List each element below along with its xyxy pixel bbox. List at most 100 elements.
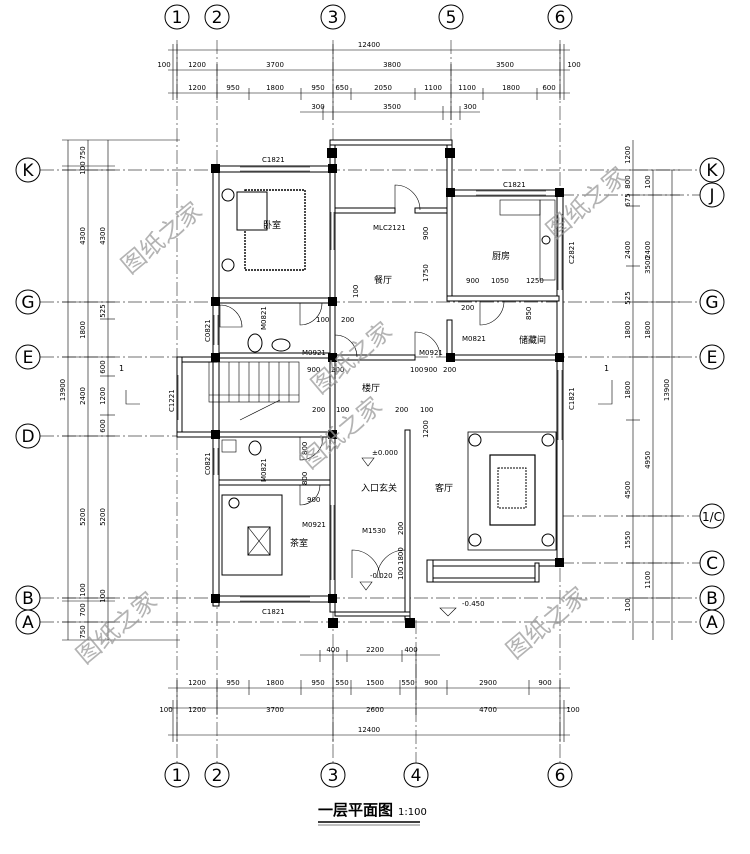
dim-text: 300: [463, 103, 476, 111]
dim-text: 1800: [79, 321, 87, 339]
dims-right: 1200 800 675 2400 525 1800 1800 4500 155…: [624, 140, 680, 640]
axis-label: A: [22, 613, 34, 633]
dim-text: 200: [331, 366, 344, 374]
axis-label: A: [706, 613, 718, 633]
axis-bubbles-right: K J G E 1/C C B A: [699, 157, 725, 635]
dim-text: 4700: [479, 706, 497, 714]
dim-text: 100: [79, 161, 87, 174]
drawing-title: 一层平面图 1:100: [318, 801, 427, 826]
dim-text: 5200: [79, 508, 87, 526]
dim-text: 3700: [266, 61, 284, 69]
dim-text: 3700: [266, 706, 284, 714]
axis-label: K: [22, 161, 34, 181]
room-tea: 茶室: [290, 537, 308, 549]
dim-text: 300: [311, 103, 324, 111]
dim-text: 2400: [644, 241, 652, 259]
dim-text: 900: [538, 679, 551, 687]
watermark: 图纸之家: [116, 196, 208, 279]
columns: [211, 148, 564, 628]
dim-text: 2050: [374, 84, 392, 92]
dim-text: 4300: [99, 227, 107, 245]
dim-text: 525: [99, 304, 107, 317]
dim-text: 800: [624, 175, 632, 188]
dim-text: 1200: [99, 387, 107, 405]
window-tag: C1821: [568, 387, 576, 410]
dim-text: 100: [159, 706, 172, 714]
dim-text: 900: [307, 366, 320, 374]
axis-label: D: [21, 427, 34, 447]
dim-text: 13900: [663, 379, 671, 401]
dim-text: 200: [443, 366, 456, 374]
axis-bubbles-top: 1 2 3 5 6: [164, 4, 573, 30]
dim-text: 200: [397, 522, 405, 535]
dim-text: 1800: [624, 381, 632, 399]
dim-text: 100: [567, 61, 580, 69]
axis-label: 6: [555, 766, 566, 786]
dim-text: 900: [424, 679, 437, 687]
dim-text: 4950: [644, 451, 652, 469]
dim-text: 900: [307, 496, 320, 504]
dim-text: 200: [461, 304, 474, 312]
axis-label: E: [23, 348, 34, 368]
dim-text: 12400: [358, 726, 380, 734]
level-mark: -0.450: [462, 600, 485, 608]
dim-text: 650: [335, 84, 348, 92]
axis-label: C: [706, 554, 718, 574]
dim-text: 1100: [458, 84, 476, 92]
dim-text: 1500: [366, 679, 384, 687]
axis-label: 1/C: [702, 510, 722, 524]
room-names: 卧室 餐厅 厨房 储藏间 楼厅 入口玄关 客厅 茶室: [263, 219, 546, 549]
dim-text: 2400: [79, 387, 87, 405]
dim-text: 100: [99, 589, 107, 602]
dim-text: 100: [336, 406, 349, 414]
dim-text: 200: [341, 316, 354, 324]
dim-text: 2900: [479, 679, 497, 687]
room-bedroom: 卧室: [263, 219, 281, 231]
dim-text: 100: [624, 598, 632, 611]
dim-text: 200: [395, 406, 408, 414]
dim-text: 900: [422, 227, 430, 240]
dim-text: 1050: [491, 277, 509, 285]
dim-text: 950: [311, 84, 324, 92]
window-tag: C0821: [204, 452, 212, 475]
dim-text: 1100: [424, 84, 442, 92]
window-tag: C2821: [568, 241, 576, 264]
axis-label: 6: [555, 8, 566, 28]
window-tag: C1821: [262, 608, 285, 616]
plan-title: 一层平面图: [318, 801, 393, 819]
window-tag: C0821: [204, 319, 212, 342]
dim-text: 3500: [496, 61, 514, 69]
axis-bubbles-left: K G E D B A: [15, 157, 41, 635]
window-tag: C1221: [168, 389, 176, 412]
dim-text: 1200: [422, 420, 430, 438]
dim-text: 950: [226, 84, 239, 92]
dim-text: 100: [566, 706, 579, 714]
dim-text: 1200: [624, 146, 632, 164]
axis-label: 2: [212, 8, 223, 28]
room-kitchen: 厨房: [492, 250, 510, 262]
dim-text: 900: [424, 366, 437, 374]
axis-bubbles-bottom: 1 2 3 4 6: [164, 762, 573, 788]
window-tag: C1821: [262, 156, 285, 164]
windows: [177, 166, 563, 602]
dim-text: 1750: [422, 264, 430, 282]
dim-text: 200: [312, 406, 325, 414]
dim-text: 1250: [526, 277, 544, 285]
furniture: [219, 188, 557, 576]
dim-text: 1800: [397, 547, 405, 565]
section-mark: 1: [604, 364, 609, 373]
dim-text: 2400: [624, 241, 632, 259]
dim-text: 5200: [99, 508, 107, 526]
door-tag: MLC2121: [373, 224, 406, 232]
dim-text: 600: [99, 360, 107, 373]
axis-label: G: [21, 293, 34, 313]
dim-text: 3500: [383, 103, 401, 111]
axis-label: 4: [411, 766, 422, 786]
axis-label: 1: [172, 8, 183, 28]
dim-text: 100: [157, 61, 170, 69]
room-living: 客厅: [435, 482, 453, 494]
dim-text: 1800: [266, 84, 284, 92]
dim-text: 600: [99, 419, 107, 432]
dim-text: 675: [624, 193, 632, 206]
door-tag: M1530: [362, 527, 386, 535]
